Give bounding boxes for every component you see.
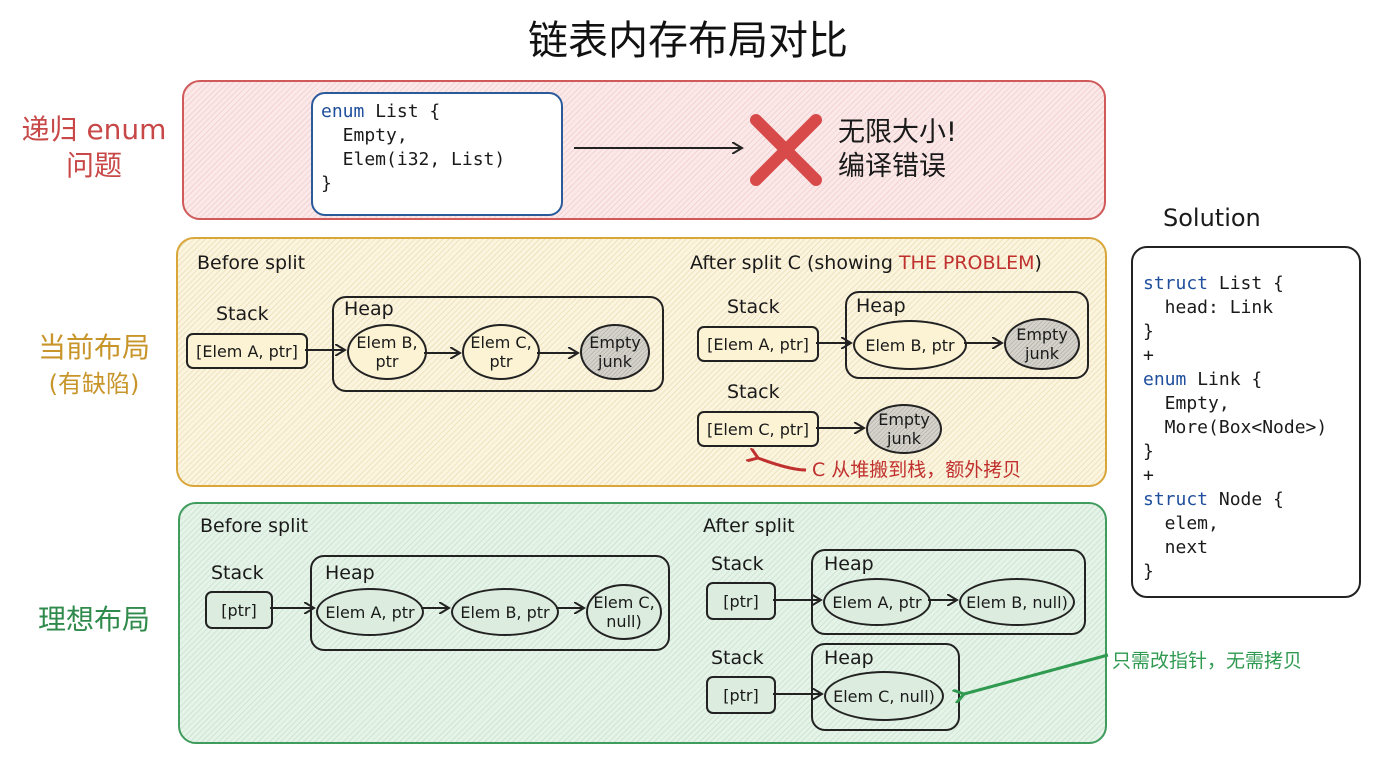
ideal-before-stack-node: [ptr] xyxy=(205,591,273,629)
solution-code-line: next xyxy=(1143,536,1359,560)
heap-node-empty-junk: Empty junk xyxy=(1004,318,1080,370)
row-label-recursive: 递归 enum 问题 xyxy=(14,112,174,184)
code-keyword: enum xyxy=(1143,369,1187,390)
error-message: 无限大小! 编译错误 xyxy=(838,116,957,184)
error-line2: 编译错误 xyxy=(838,151,946,182)
code-keyword: enum xyxy=(321,101,365,122)
ideal-after-stack-label-2: Stack xyxy=(711,647,764,669)
solution-code-line: enum Link { xyxy=(1143,368,1359,392)
row-label-recursive-line1: 递归 enum xyxy=(21,113,167,146)
ideal-after-heap-box-1 xyxy=(811,549,1086,635)
code-text: Link { xyxy=(1186,369,1263,390)
solution-code-line: struct List { xyxy=(1143,272,1359,296)
ideal-after-stack-node-1: [ptr] xyxy=(706,582,776,620)
error-line1: 无限大小! xyxy=(838,117,957,148)
code-text: elem, xyxy=(1143,513,1219,534)
solution-code-line: + xyxy=(1143,464,1359,488)
row-label-ideal: 理想布局 xyxy=(37,603,150,636)
ideal-after-heading: After split xyxy=(703,515,795,537)
ideal-after-heap-label-2: Heap xyxy=(824,647,874,669)
heap-node-elem-b: Elem B, ptr xyxy=(853,320,967,370)
current-after-heap-box xyxy=(845,291,1089,379)
current-before-heap-label: Heap xyxy=(344,298,394,320)
code-text: } xyxy=(1143,441,1154,462)
heap-node-elem-b: Elem B, ptr xyxy=(451,588,559,636)
code-text: List { xyxy=(1208,273,1284,294)
ideal-after-heap-box-2 xyxy=(811,643,960,731)
pointer-annotation: 只需改指针，无需拷贝 xyxy=(1112,650,1303,672)
page-title: 链表内存布局对比 xyxy=(528,18,848,64)
code-line: Elem(i32, List) xyxy=(321,149,506,170)
code-text: + xyxy=(1143,345,1154,366)
current-after-heading-suffix: ) xyxy=(1034,252,1042,274)
solution-code-line: struct Node { xyxy=(1143,488,1359,512)
code-text: head: Link xyxy=(1143,297,1274,318)
heap-node-elem-a: Elem A, ptr xyxy=(316,588,424,636)
solution-code-line: } xyxy=(1143,440,1359,464)
current-after-stack-label-1: Stack xyxy=(727,296,780,318)
current-before-stack-node: [Elem A, ptr] xyxy=(186,333,308,369)
code-text: } xyxy=(1143,321,1154,342)
solution-code-line: More(Box<Node>) xyxy=(1143,416,1359,440)
ideal-before-stack-label: Stack xyxy=(211,562,264,584)
solution-code-line: + xyxy=(1143,344,1359,368)
solution-code-line: Empty, xyxy=(1143,392,1359,416)
current-after-stack-label-2: Stack xyxy=(727,381,780,403)
solution-code-line: head: Link xyxy=(1143,296,1359,320)
code-line: List { xyxy=(364,101,441,122)
heap-node-elem-c: Elem C, ptr xyxy=(462,324,540,380)
ideal-after-heap-label-1: Heap xyxy=(824,553,874,575)
current-before-stack-label: Stack xyxy=(216,303,269,325)
code-text: Node { xyxy=(1208,489,1284,510)
heap-node-elem-b: Elem B, ptr xyxy=(347,324,427,380)
heap-node-elem-b: Elem B, null) xyxy=(959,578,1075,626)
row-label-recursive-line2: 问题 xyxy=(65,149,122,182)
solution-code-line: elem, xyxy=(1143,512,1359,536)
solution-code-line: } xyxy=(1143,560,1359,584)
code-line: Empty, xyxy=(321,125,408,146)
row-label-current-line1: 当前布局 xyxy=(37,331,150,364)
code-text: next xyxy=(1143,537,1209,558)
ideal-before-heap-label: Heap xyxy=(325,562,375,584)
current-before-heap-box xyxy=(332,296,664,392)
code-line: } xyxy=(321,173,332,194)
recursive-enum-code: enum List { Empty, Elem(i32, List) } xyxy=(311,92,563,216)
current-before-heading: Before split xyxy=(197,252,306,274)
current-after-stack-node-2: [Elem C, ptr] xyxy=(697,411,819,447)
solution-code: struct List { head: Link}+enum Link { Em… xyxy=(1131,246,1361,598)
heap-node-elem-c: Elem C, null) xyxy=(586,584,662,640)
solution-code-line: } xyxy=(1143,320,1359,344)
code-text: + xyxy=(1143,465,1154,486)
heap-node-elem-a: Elem A, ptr xyxy=(823,578,931,626)
current-after-heap-label: Heap xyxy=(856,295,906,317)
ideal-after-stack-label-1: Stack xyxy=(711,553,764,575)
code-text: } xyxy=(1143,561,1154,582)
ideal-after-stack-node-2: [ptr] xyxy=(706,676,776,714)
heap-node-empty-junk: Empty junk xyxy=(580,324,650,380)
stack-node-empty-junk: Empty junk xyxy=(866,404,942,454)
copy-annotation: C 从堆搬到栈，额外拷贝 xyxy=(812,459,1022,481)
code-keyword: struct xyxy=(1143,273,1209,294)
row-label-current: 当前布局 (有缺陷) xyxy=(14,330,174,402)
row-label-current-line2: (有缺陷) xyxy=(48,370,140,398)
red-x-icon xyxy=(750,114,822,186)
code-text: Empty, xyxy=(1143,393,1230,414)
code-keyword: struct xyxy=(1143,489,1209,510)
heap-node-elem-c: Elem C, null) xyxy=(824,671,944,721)
ideal-before-heading: Before split xyxy=(200,515,309,537)
current-after-heading-prefix: After split C (showing xyxy=(690,252,899,274)
current-after-stack-node-1: [Elem A, ptr] xyxy=(697,326,819,362)
current-after-heading: After split C (showing THE PROBLEM) xyxy=(690,252,1042,274)
solution-heading: Solution xyxy=(1163,204,1261,232)
code-text: More(Box<Node>) xyxy=(1143,417,1328,438)
problem-highlight: THE PROBLEM xyxy=(898,252,1035,274)
